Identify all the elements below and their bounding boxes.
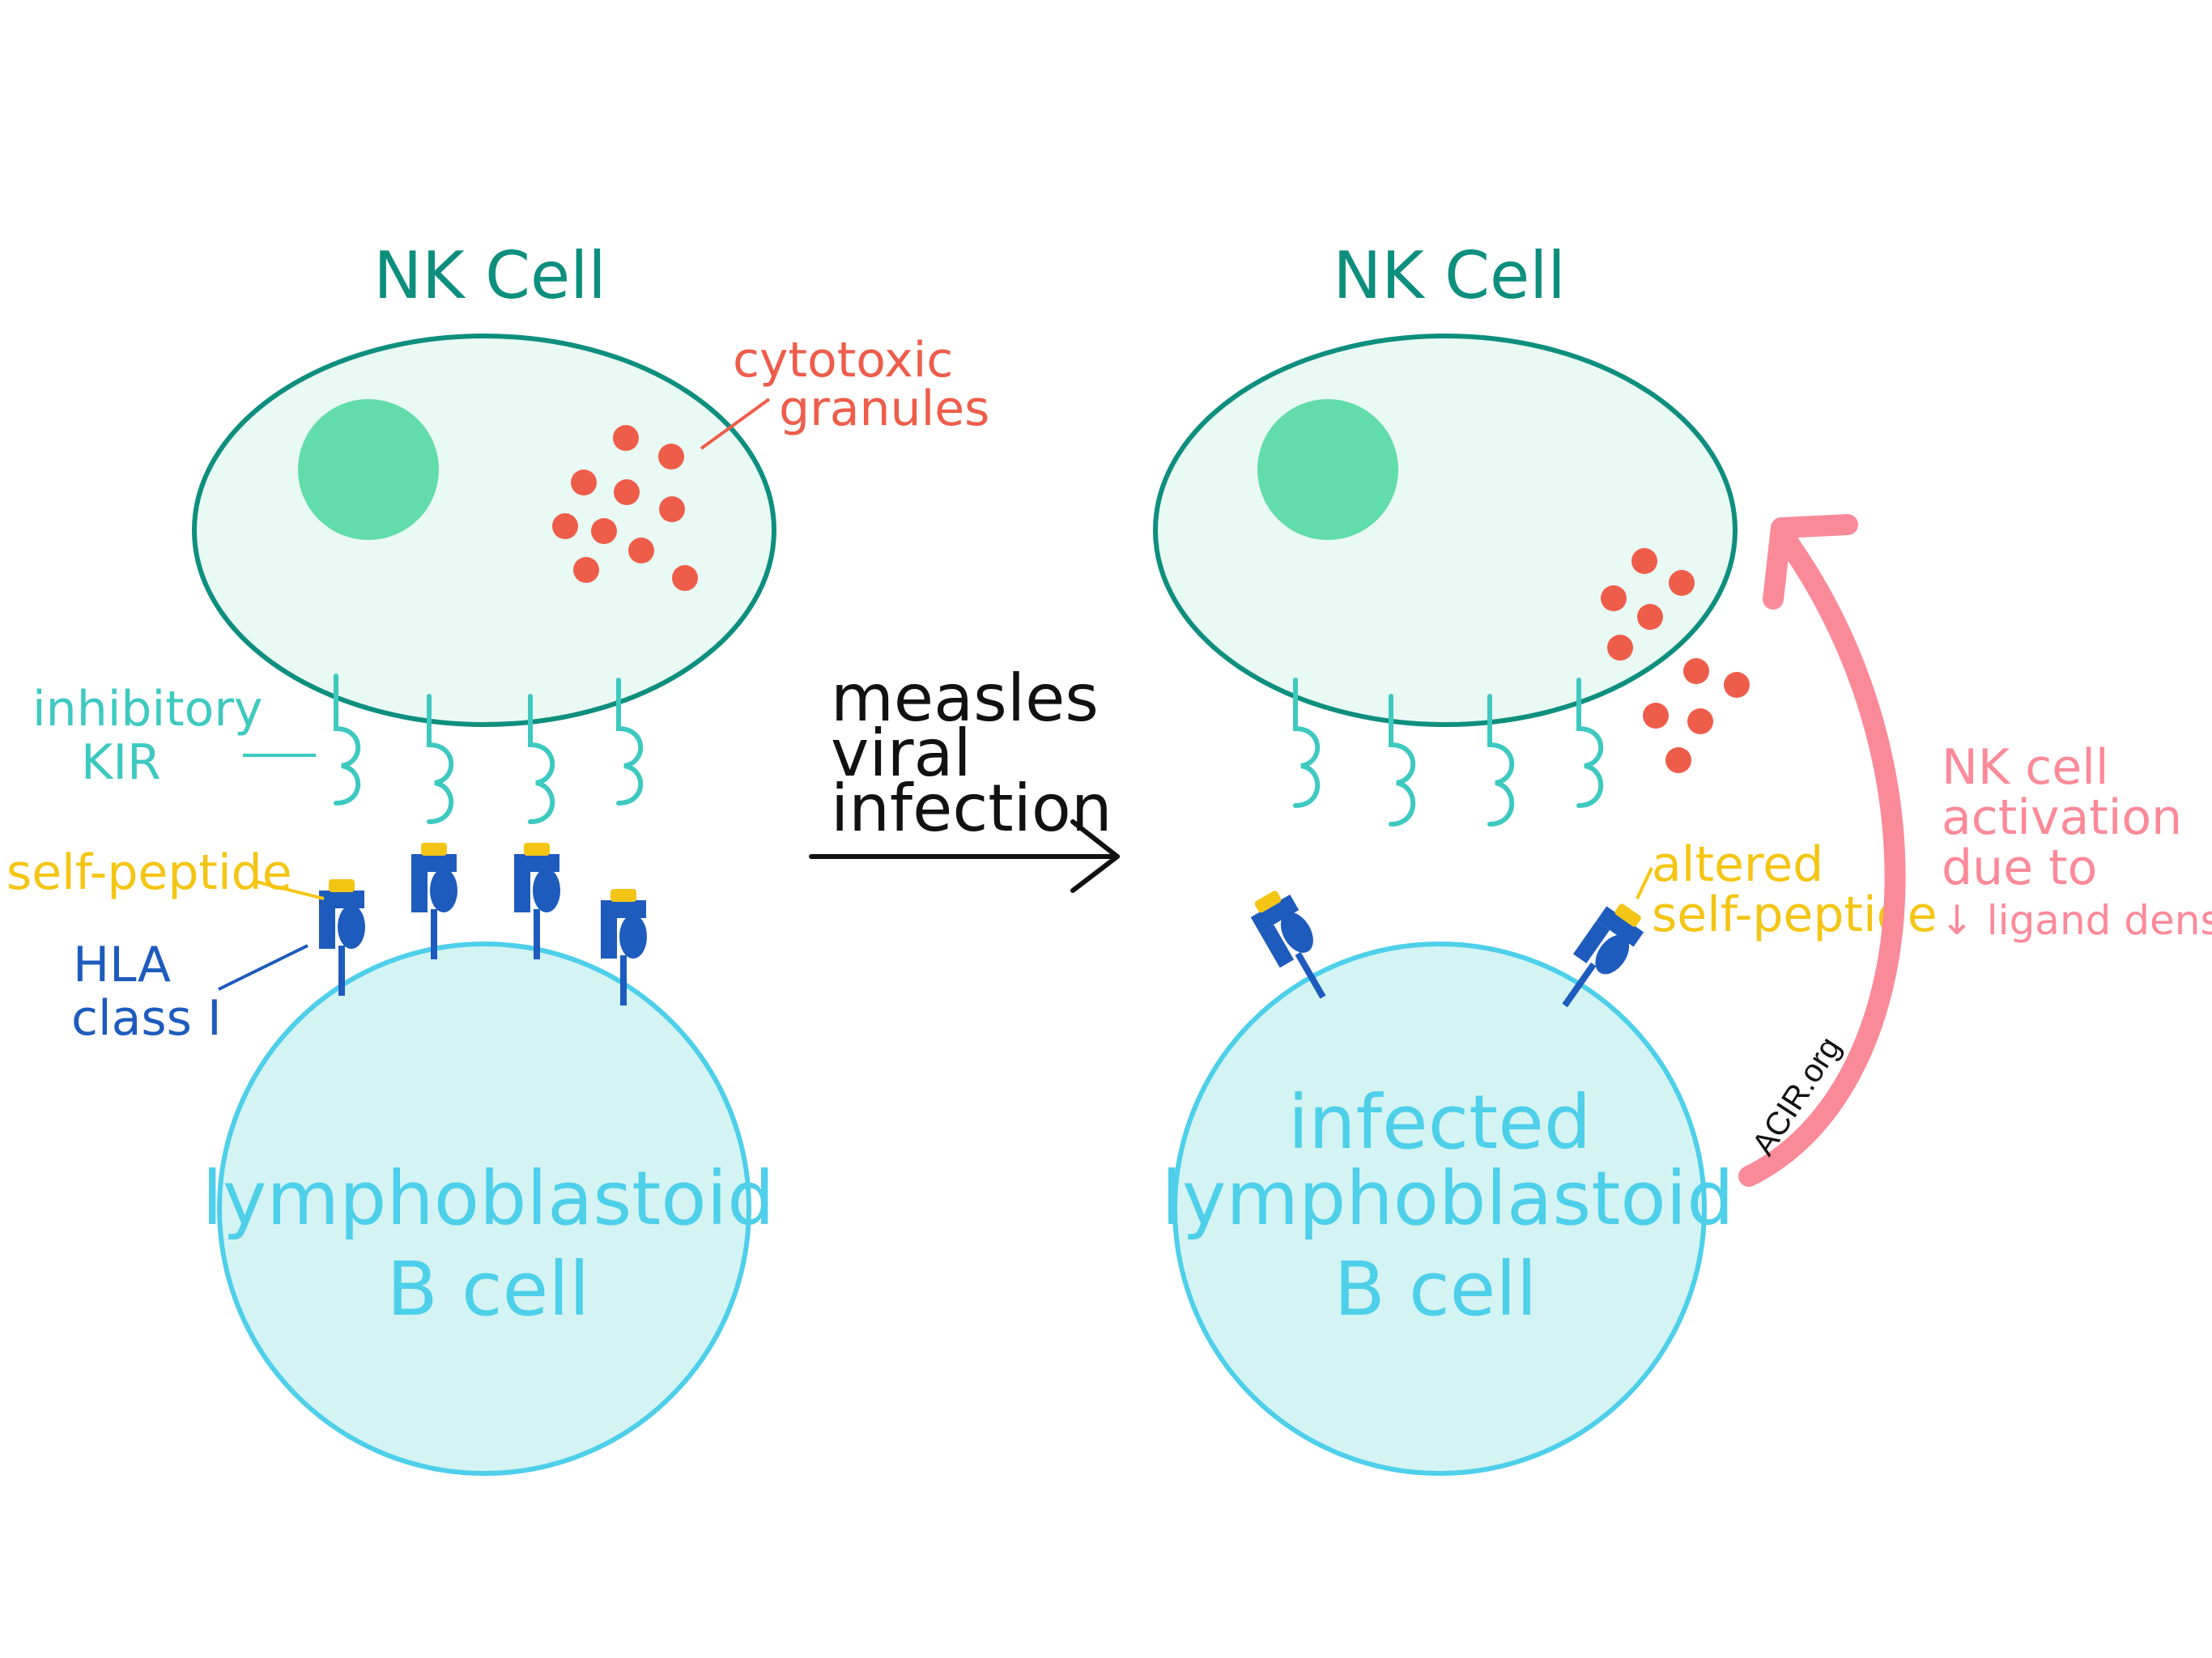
kir-receptor [427,694,454,824]
granule [658,444,684,470]
granule [571,470,597,495]
right-nk-cell [1153,334,1738,727]
hla-label-line: class I [71,990,222,1047]
granule [1665,747,1691,773]
transition-label-line: viral [831,716,972,791]
right-b-cell-label: infected lymphoblastoid B cell [1161,1079,1733,1333]
right-panel: NK Cell altered self [1153,238,2212,1476]
granule [1643,703,1669,729]
kir-label-line: KIR [81,734,161,791]
left-nk-nucleus [298,399,439,540]
altered-peptide-label-line: altered [1652,836,1823,893]
b-cell-label-line: B cell [1334,1246,1538,1333]
kir-receptor [334,674,361,806]
b-cell-label-line: lymphoblastoid [202,1155,774,1242]
activation-label-line: NK cell [1942,739,2109,796]
kir-receptor [1389,694,1416,827]
granule [613,425,639,451]
left-cytotoxic-granules [552,425,698,591]
hla-label-line: HLA [73,937,171,993]
transition-label-line: infection [831,771,1112,846]
kir-label-line: inhibitory [32,681,263,738]
activation-arrow [1738,514,1906,1187]
granule [659,496,685,522]
left-nk-cell [192,334,776,727]
left-nk-cell-title: NK Cell [373,238,606,313]
granule [1601,585,1627,611]
kir-receptor [1293,678,1321,808]
granule [1631,548,1657,574]
kir-receptor [1487,694,1515,827]
granule [573,557,599,583]
left-kir-label: inhibitory KIR [32,681,316,791]
right-nk-cell-title: NK Cell [1333,238,1565,313]
hla-class-i-molecule [411,843,457,959]
right-cytotoxic-granules [1601,548,1750,773]
b-cell-label-line: B cell [387,1246,590,1333]
right-kir-receptors [1293,678,1604,827]
granules-label-line: granules [779,380,989,437]
kir-receptor [528,694,555,824]
b-cell-label-line: infected [1288,1079,1592,1166]
activation-label-line: ↓ ligand density [1940,897,2212,944]
transition-label-line: measles [831,661,1099,736]
granule [552,513,578,539]
granule [1669,570,1695,596]
center-transition: measles viral infection [809,661,1120,893]
granule [1607,635,1633,661]
left-peptide-label: self-peptide [6,844,325,901]
granule [614,479,640,505]
granule [628,538,654,563]
peptide-leader-line [1636,867,1653,899]
transition-arrow [809,819,1120,893]
granule [672,565,698,591]
activation-label-line: activation [1942,789,2182,846]
granules-label-line: cytotoxic [733,332,953,389]
left-panel: NK Cell cytotoxic granules [6,238,989,1476]
left-b-cell [217,942,751,1476]
right-nk-nucleus [1257,399,1398,540]
self-peptide-label: self-peptide [6,844,292,901]
granules-leader-line [700,397,771,450]
granule [1637,604,1663,630]
left-kir-receptors [334,674,644,824]
activation-label-line: due to [1942,840,2097,896]
granule [591,518,617,544]
activation-label: NK cell activation due to ↓ ligand densi… [1940,739,2212,944]
b-cell-label-line: lymphoblastoid [1161,1155,1733,1242]
left-b-cell-label: lymphoblastoid B cell [202,1155,774,1333]
hla-leader-line [218,944,308,991]
granule [1683,658,1709,684]
right-b-cell [1172,942,1707,1476]
granule [1724,672,1750,698]
kir-receptor [1576,678,1604,808]
peptide-leader-line [252,879,325,900]
granule [1687,708,1713,734]
left-hla-label: HLA class I [71,937,308,1047]
hla-class-i-molecule [514,843,560,959]
kir-receptor [616,678,644,806]
left-granules-label: cytotoxic granules [700,332,989,450]
